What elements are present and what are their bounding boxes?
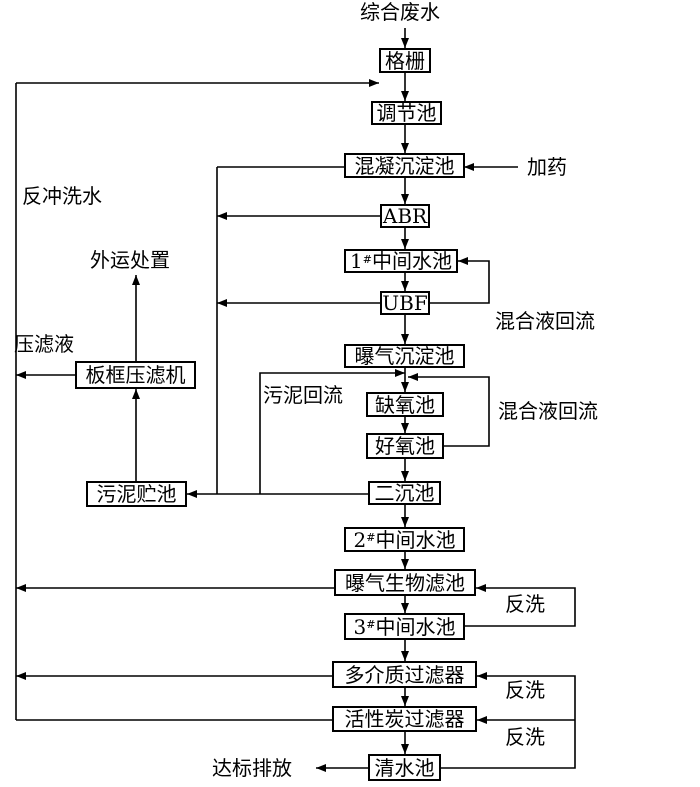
- ubf-box: UBF: [380, 291, 430, 315]
- mid1-sup: #: [362, 252, 372, 266]
- disposal-label: 外运处置: [90, 248, 170, 272]
- mixed-return-1-label: 混合液回流: [495, 309, 595, 333]
- mixed-return-2-label: 混合液回流: [498, 399, 598, 423]
- intermediate-tank-2-box: 2#中间水池: [344, 527, 465, 552]
- mixed-return-2-line: [408, 373, 490, 447]
- backwash-label-3: 反洗: [505, 725, 545, 749]
- clear-water-tank-box: 清水池: [368, 754, 441, 781]
- mid2-text: 中间水池: [375, 527, 456, 552]
- aerobic-tank-box: 好氧池: [366, 433, 444, 459]
- sludge-return-line: [259, 369, 405, 494]
- activated-carbon-filter-box: 活性炭过滤器: [332, 706, 477, 732]
- filtrate-label: 压滤液: [14, 332, 74, 356]
- discharge-label: 达标排放: [212, 756, 292, 780]
- mid1-text: 中间水池: [371, 249, 452, 273]
- screen-box: 格栅: [379, 48, 431, 73]
- backwash-supply-1: [465, 584, 576, 627]
- input-label: 综合废水: [360, 0, 440, 24]
- abr-box: ABR: [380, 204, 430, 228]
- intermediate-tank-1-box: 1#中间水池: [344, 249, 458, 273]
- biological-aerated-filter-box: 曝气生物滤池: [334, 569, 476, 596]
- coagulation-sedimentation-box: 混凝沉淀池: [344, 153, 465, 178]
- backwash-label-2: 反洗: [505, 678, 545, 702]
- plate-frame-filter-press-box: 板框压滤机: [75, 361, 196, 389]
- mixed-return-1-line: [430, 257, 490, 304]
- mid3-sup: #: [366, 618, 376, 631]
- intermediate-tank-3-box: 3#中间水池: [344, 613, 465, 640]
- aeration-sedimentation-box: 曝气沉淀池: [344, 344, 465, 368]
- equalization-tank-box: 调节池: [371, 101, 442, 125]
- mid3-number: 3: [353, 614, 367, 639]
- mid2-number: 2: [353, 527, 367, 552]
- mid2-sup: #: [366, 531, 376, 544]
- backwash-water-label: 反冲洗水: [22, 184, 102, 208]
- mid3-text: 中间水池: [375, 614, 456, 639]
- multimedia-filter-box: 多介质过滤器: [332, 661, 477, 688]
- mid1-number: 1: [350, 249, 363, 273]
- anoxic-tank-box: 缺氧池: [366, 392, 444, 417]
- sludge-return-label: 污泥回流: [263, 383, 343, 407]
- backwash-supply-main: [441, 672, 576, 769]
- sludge-storage-box: 污泥贮池: [86, 481, 187, 507]
- backwash-label-1: 反洗: [505, 592, 545, 616]
- dosing-label: 加药: [527, 155, 567, 179]
- secondary-clarifier-box: 二沉池: [368, 481, 441, 505]
